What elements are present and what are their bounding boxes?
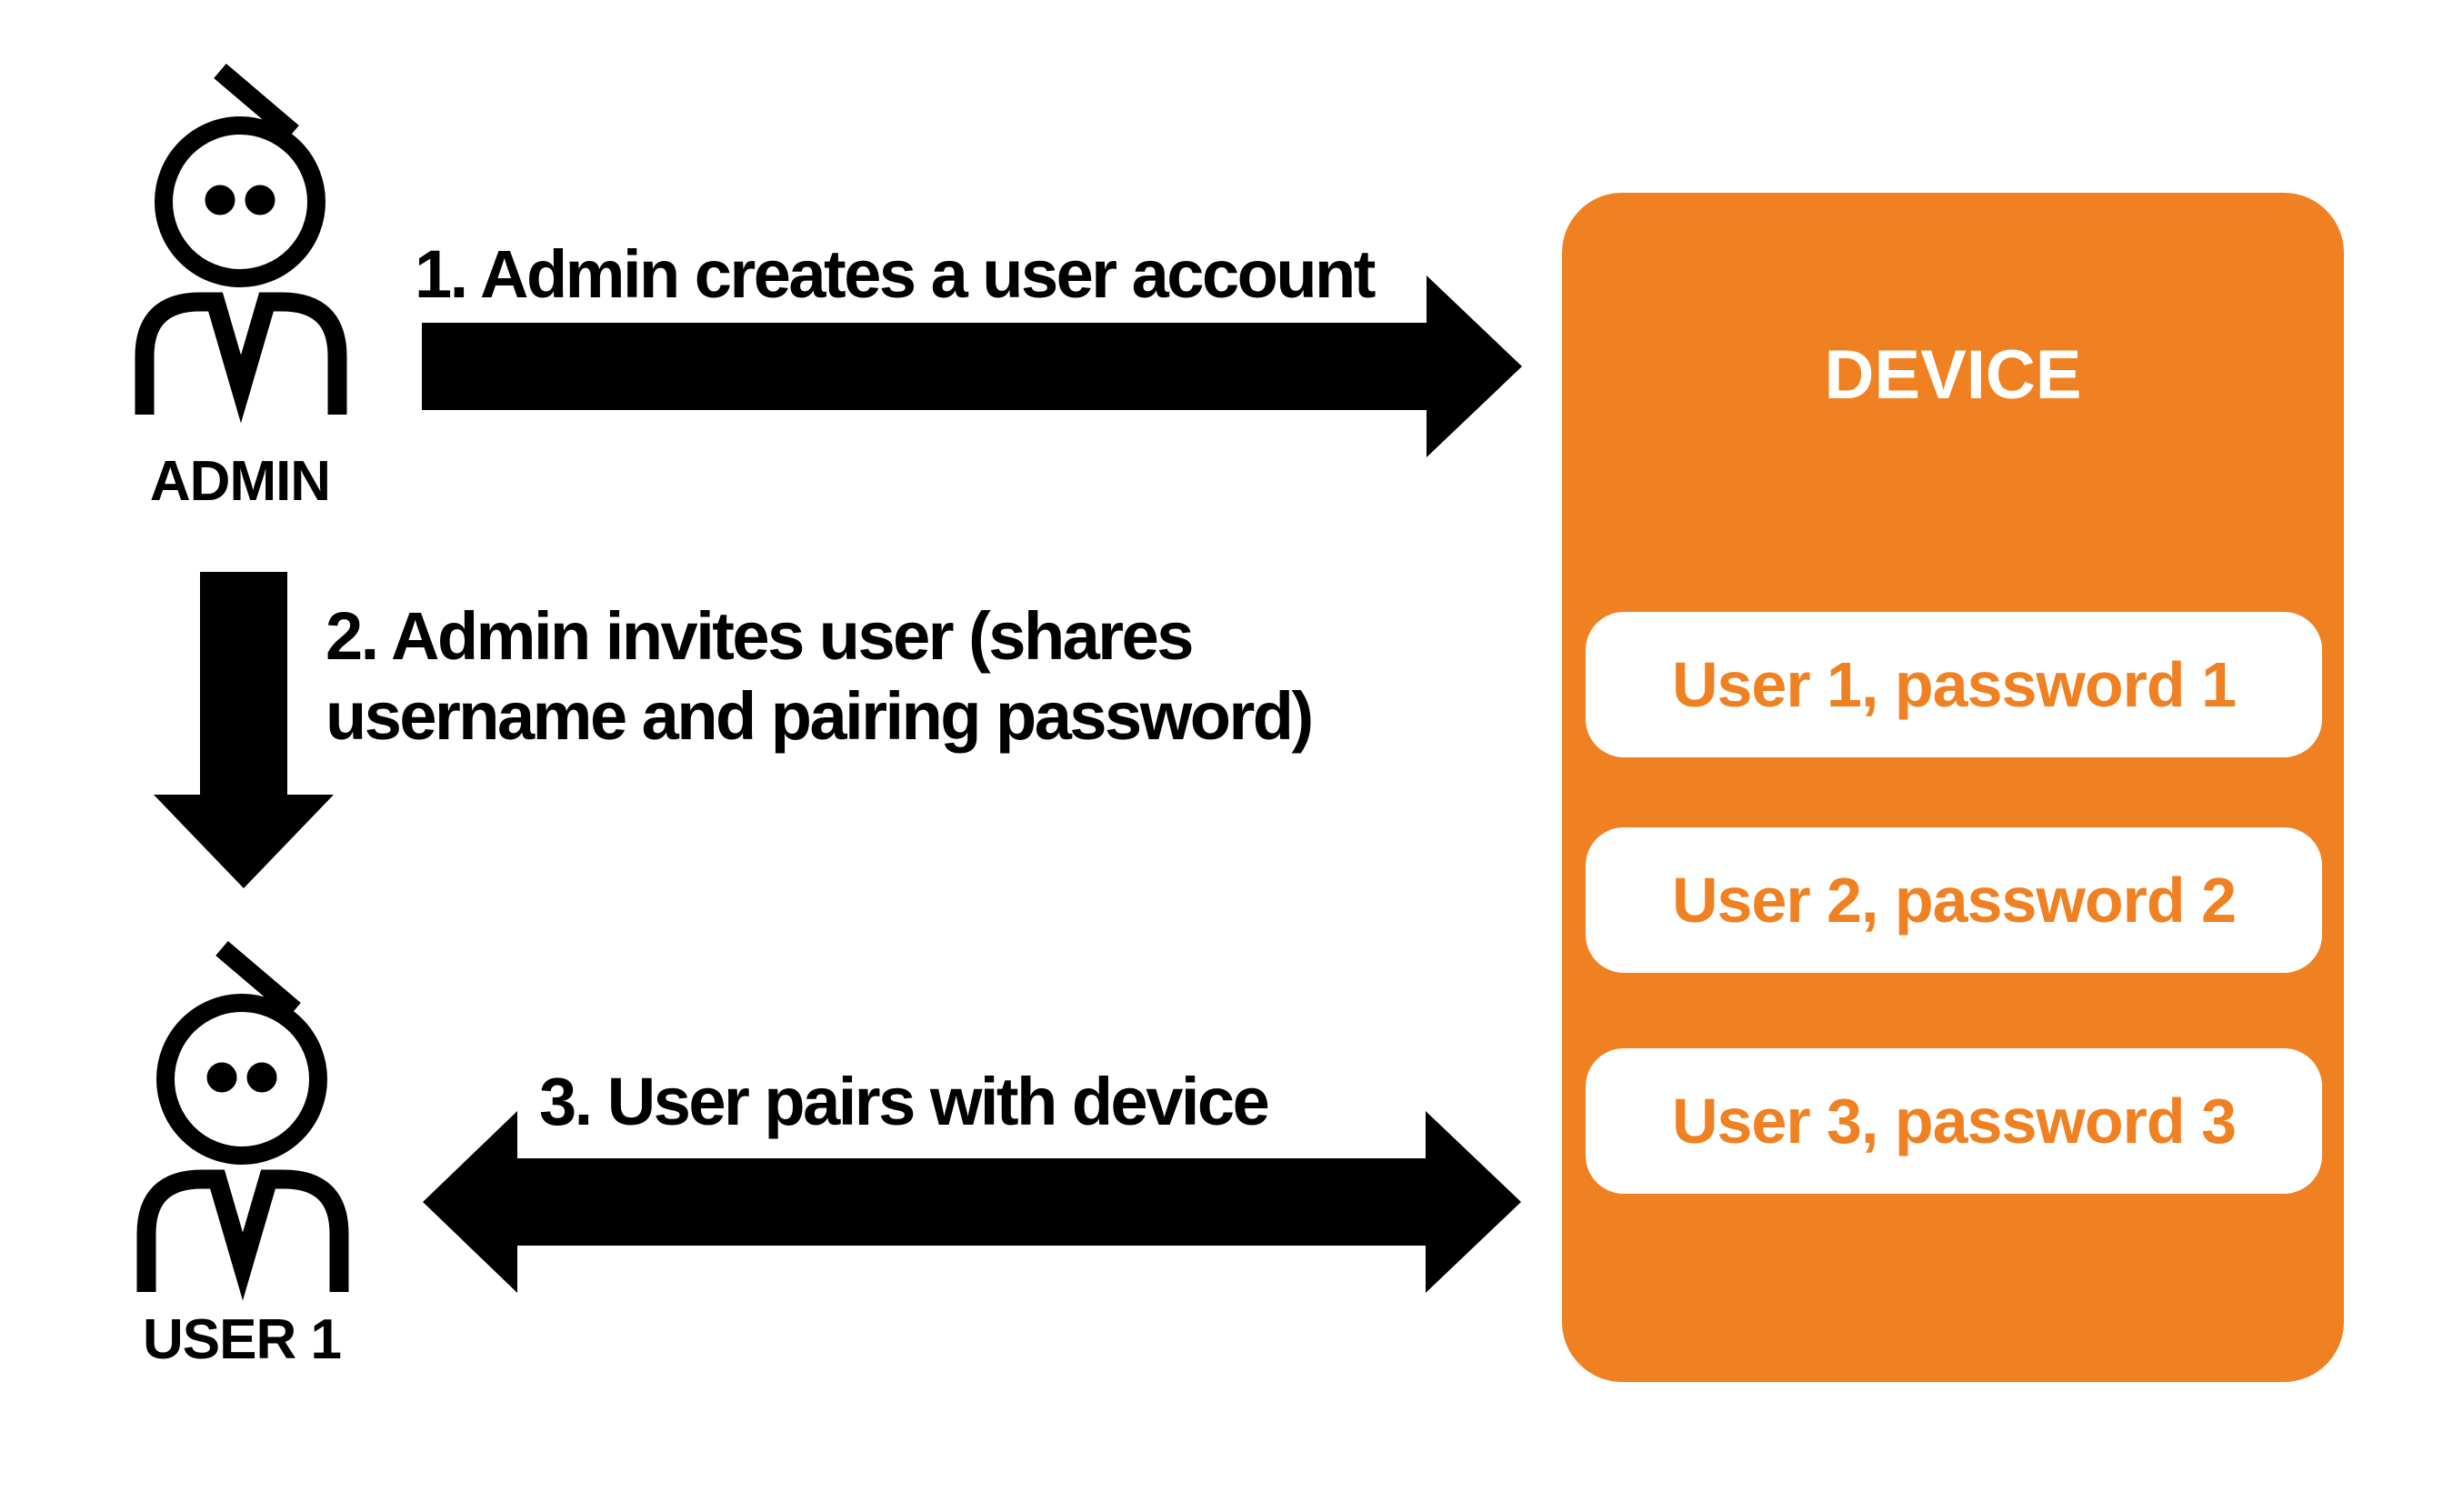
device-panel: DEVICE User 1, password 1 User 2, passwo… (1562, 193, 2344, 1382)
user1-body-icon (136, 1169, 349, 1301)
user1-left-eye-icon (206, 1062, 237, 1093)
admin-right-eye-icon (245, 185, 275, 215)
arrow-down-step2-icon (154, 572, 334, 888)
step3-label: 3. User pairs with device (539, 1064, 1270, 1139)
device-title: DEVICE (1824, 336, 2082, 414)
admin-head-icon (155, 116, 325, 287)
account-pill-user3: User 3, password 3 (1586, 1048, 2322, 1194)
user1-person-icon (136, 940, 349, 1301)
user1-right-eye-icon (246, 1062, 277, 1093)
user1-label: USER 1 (143, 1308, 342, 1371)
account-pill-user2: User 2, password 2 (1586, 827, 2322, 973)
user1-head-icon (156, 994, 327, 1165)
admin-left-eye-icon (205, 185, 235, 215)
admin-hair-stroke-icon (214, 63, 299, 141)
step2-label: 2. Admin invites user (shares username a… (325, 598, 1314, 754)
admin-label: ADMIN (149, 450, 331, 513)
step1-label: 1. Admin creates a user account (415, 236, 1376, 312)
account-pill-user1: User 1, password 1 (1586, 612, 2322, 757)
admin-person-icon (135, 63, 347, 424)
user1-hair-stroke-icon (215, 940, 301, 1018)
admin-body-icon (135, 292, 347, 424)
